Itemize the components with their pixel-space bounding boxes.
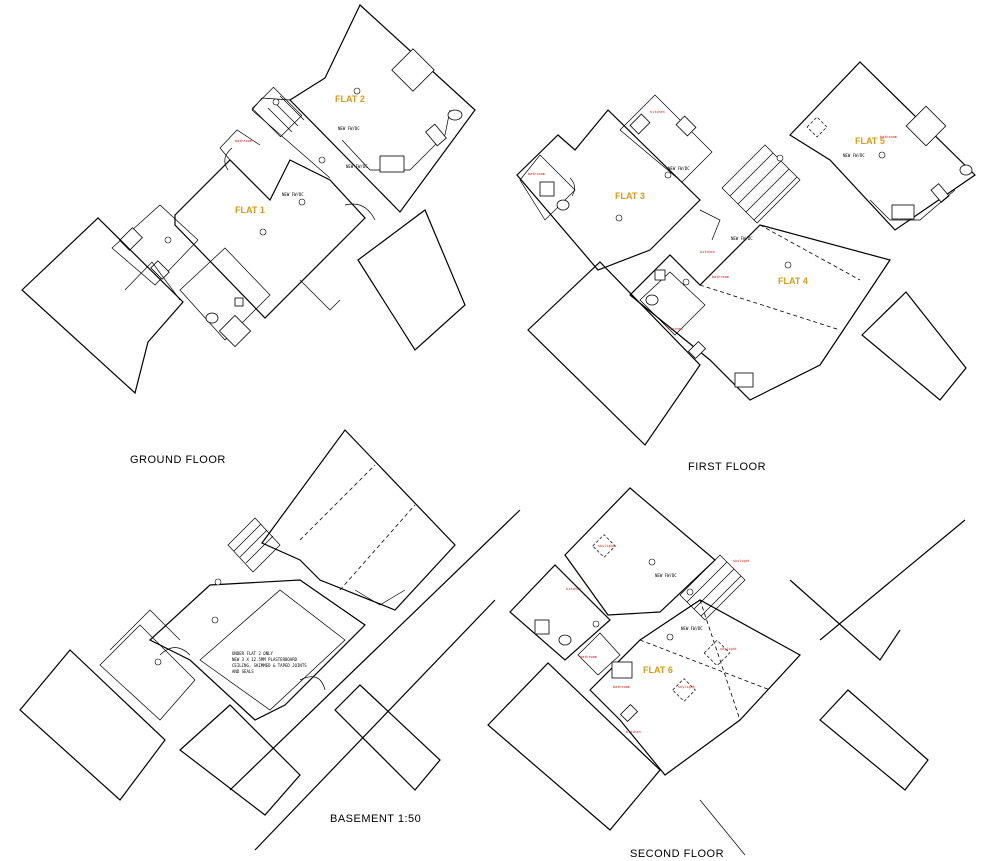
room-tag [686, 588, 694, 596]
toilet-icon [558, 634, 572, 646]
note-new-fw-dc: NEW FW/DC [843, 153, 865, 158]
flat-1-label: FLAT 1 [235, 205, 265, 215]
note-new-fw-dc: NEW FW/DC [681, 626, 703, 631]
room-tag [592, 620, 600, 628]
room-note: bathroom [235, 139, 252, 143]
room-tag [154, 658, 162, 666]
room-note: kitchen [650, 110, 665, 114]
flat-4-label: FLAT 4 [778, 276, 808, 286]
staircase [251, 86, 303, 138]
flat-6-label: FLAT 6 [643, 665, 673, 675]
basement-note-line-4: AND SEALS [232, 669, 254, 674]
room-tag [682, 278, 690, 286]
toilet-icon [959, 164, 973, 176]
first-floor-title: FIRST FLOOR [688, 461, 766, 473]
room-tag [318, 156, 326, 164]
toilet-icon [447, 109, 463, 121]
flat-2-label: FLAT 2 [335, 94, 365, 104]
hob-icon [611, 661, 633, 679]
basin-icon [534, 619, 550, 635]
note-new-fw-dc: NEW FW/DC [668, 166, 690, 171]
room-tag [259, 228, 267, 236]
sink-icon [930, 183, 950, 203]
basement-title: BASEMENT 1:50 [330, 813, 421, 825]
room-note: bathroom [880, 135, 897, 139]
basin-icon [654, 269, 666, 281]
sink-icon [687, 340, 707, 360]
basement-note-line-3: CEILING, SKIMMED & TAPED JOINTS [232, 663, 307, 668]
sink-icon [150, 260, 170, 280]
room-tag [164, 236, 172, 244]
room-note: kitchen [566, 587, 581, 591]
room-note: bathroom [580, 655, 597, 659]
room-tag [776, 154, 784, 162]
note-new-fw-dc: NEW FW/DC [282, 192, 304, 197]
hob-icon [629, 113, 651, 135]
staircase [227, 517, 281, 573]
room-tag [272, 98, 280, 106]
room-tag [664, 171, 672, 179]
toilet-icon [205, 312, 219, 324]
room-note: skylight [720, 647, 737, 651]
hob-icon [379, 155, 405, 173]
basement-note-line-1: UNDER FLAT 2 ONLY [232, 651, 274, 656]
room-note: kitchen [626, 730, 641, 734]
room-tag [666, 633, 674, 641]
flat-3-label: FLAT 3 [615, 191, 645, 201]
staircase [679, 554, 746, 621]
sink-icon [425, 123, 447, 147]
room-note: bathroom [712, 275, 729, 279]
basement-note-line-2: NEW 3 X 12.5MM PLASTERBOARD [232, 657, 298, 662]
toilet-icon [645, 294, 659, 306]
ground-floor-title: GROUND FLOOR [130, 454, 226, 466]
hob-icon [119, 227, 143, 251]
note-new-fw-dc: NEW FW/DC [338, 126, 360, 131]
basin-icon [234, 297, 244, 307]
room-note: skylight [598, 544, 615, 548]
second-floor-title: SECOND FLOOR [630, 848, 724, 860]
room-tag [648, 558, 656, 566]
room-tag [878, 151, 886, 159]
room-tag [615, 214, 623, 222]
first-floor-plan: FLAT 3 FLAT 4 FLAT 5 NEW FW/DC NEW FW/DC… [516, 61, 976, 473]
bath-icon [218, 314, 252, 348]
room-note: skylight [733, 559, 750, 563]
room-tag [298, 198, 306, 206]
room-note: kitchen [700, 250, 715, 254]
note-new-fw-dc: NEW FW/DC [731, 236, 753, 241]
room-tag [784, 261, 792, 269]
ground-floor-plan: FLAT 1 FLAT 2 NEW FW/DC NEW FW/DC NEW FW… [21, 4, 476, 466]
room-tag [211, 616, 219, 624]
sink-icon [675, 115, 697, 137]
room-note: skylight [678, 685, 695, 689]
shower-tray-icon [905, 105, 947, 147]
room-tag [353, 87, 361, 95]
basin-icon [539, 181, 555, 197]
second-floor-plan: FLAT 6 NEW FW/DC NEW FW/DC skylight skyl… [487, 487, 966, 860]
sink-icon [619, 703, 639, 723]
room-note: kitchen [668, 327, 683, 331]
shower-tray-icon [391, 48, 435, 92]
note-new-fw-dc: NEW FW/DC [346, 164, 368, 169]
room-note: bathroom [528, 172, 545, 176]
room-tag [214, 578, 222, 586]
basement-plan: UNDER FLAT 2 ONLY NEW 3 X 12.5MM PLASTER… [19, 429, 521, 851]
flat-5-label: FLAT 5 [855, 136, 885, 146]
toilet-icon [556, 199, 570, 211]
hob-icon [734, 372, 754, 388]
note-new-fw-dc: NEW FW/DC [655, 573, 677, 578]
room-note: bathroom [613, 685, 630, 689]
hob-icon [891, 204, 915, 220]
staircase [721, 144, 801, 224]
